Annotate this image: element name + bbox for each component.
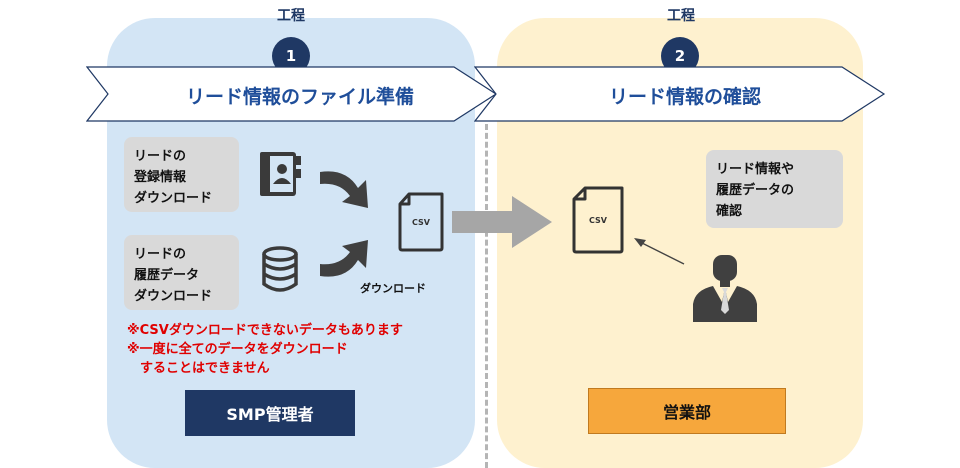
step1-banner xyxy=(86,66,498,122)
lead-info-confirm-box: リード情報や 履歴データの 確認 xyxy=(706,150,843,228)
note-line-3: することはできません xyxy=(127,361,270,376)
business-person-icon xyxy=(693,255,757,322)
lead-history-download-box: リードの 履歴データ ダウンロード xyxy=(124,235,239,310)
curved-arrow-up-icon xyxy=(320,240,368,277)
csv-label-right: CSV xyxy=(589,216,607,225)
role-sales-dept: 営業部 xyxy=(588,388,786,434)
lead-registration-download-box: リードの 登録情報 ダウンロード xyxy=(124,137,239,212)
note-line-2: ※一度に全てのデータをダウンロード xyxy=(127,342,348,357)
note-line-1: ※CSVダウンロードできないデータもあります xyxy=(127,323,403,338)
step1-label: 工程 xyxy=(277,8,305,24)
curved-arrow-down-icon xyxy=(320,171,368,208)
step2-label: 工程 xyxy=(667,8,695,24)
csv-file-icon xyxy=(572,186,624,254)
transfer-arrow-icon xyxy=(452,196,552,248)
contact-book-icon xyxy=(260,152,301,196)
step1-title: リード情報のファイル準備 xyxy=(185,86,414,108)
download-label: ダウンロード xyxy=(360,282,426,295)
database-icon xyxy=(262,246,298,292)
csv-label-left: CSV xyxy=(412,218,430,227)
step2-banner xyxy=(474,66,886,122)
thin-arrow-icon xyxy=(634,238,685,265)
step-divider xyxy=(485,124,488,468)
role-smp-admin: SMP管理者 xyxy=(185,390,355,436)
step2-title: リード情報の確認 xyxy=(608,86,761,108)
csv-file-icon xyxy=(398,192,444,252)
